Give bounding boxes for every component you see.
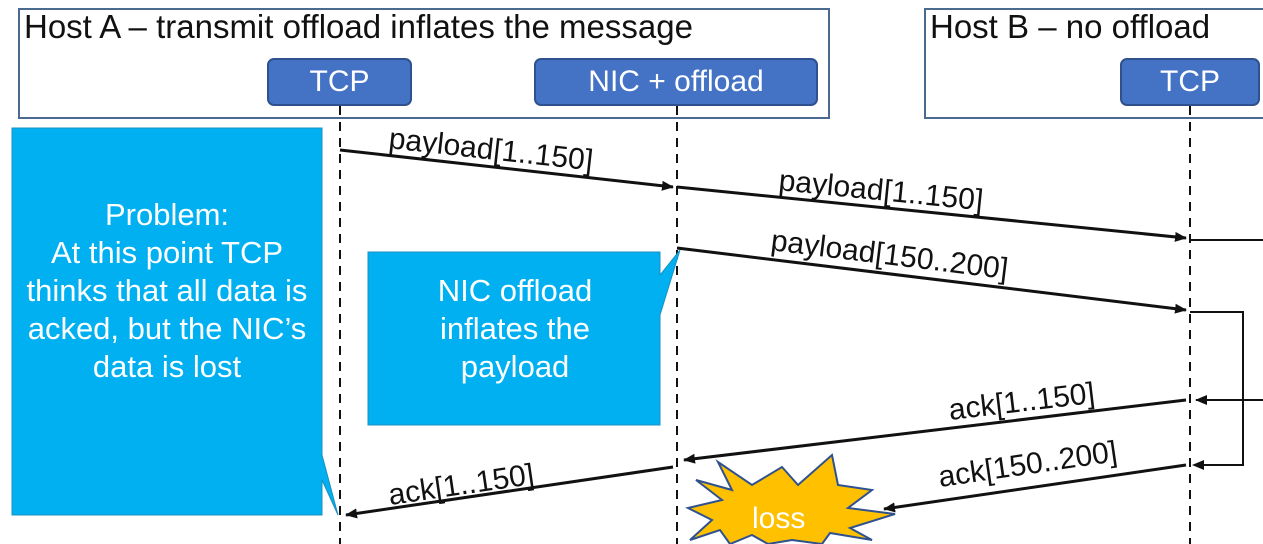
arrow-m2 [676, 185, 1187, 242]
host-a-title: Host A – transmit offload inflates the m… [24, 8, 693, 45]
label-m5: ack[150..200] [936, 435, 1119, 494]
loss-burst [685, 453, 896, 544]
host-b-bracket-arrowhead [1192, 460, 1204, 470]
label-loss: loss [752, 502, 805, 535]
label-m1: payload[1..150] [387, 122, 595, 177]
arrow-m4 [683, 398, 1187, 464]
host-a-tcp-entity: TCP [267, 58, 412, 106]
host-a-nic-entity: NIC + offload [534, 58, 818, 106]
arrow-m3 [676, 246, 1187, 314]
label-m6: ack[1..150] [386, 458, 536, 512]
arrow-m5 [883, 463, 1187, 513]
host-b-tcp-entity: TCP [1120, 58, 1260, 106]
arrow-m1 [339, 148, 674, 191]
nic-offload-callout [367, 249, 681, 426]
host-b-bracket [1190, 311, 1244, 466]
host-b-title: Host B – no offload [930, 8, 1211, 45]
problem-callout [11, 127, 339, 516]
problem-callout-text: Problem: At this point TCP thinks that a… [26, 197, 308, 384]
nic-offload-callout-text: NIC offload inflates the payload [437, 273, 593, 384]
label-m2: payload[1..150] [777, 164, 984, 217]
arrow-m6 [345, 465, 674, 519]
label-m3: payload[150..200] [769, 224, 1010, 286]
